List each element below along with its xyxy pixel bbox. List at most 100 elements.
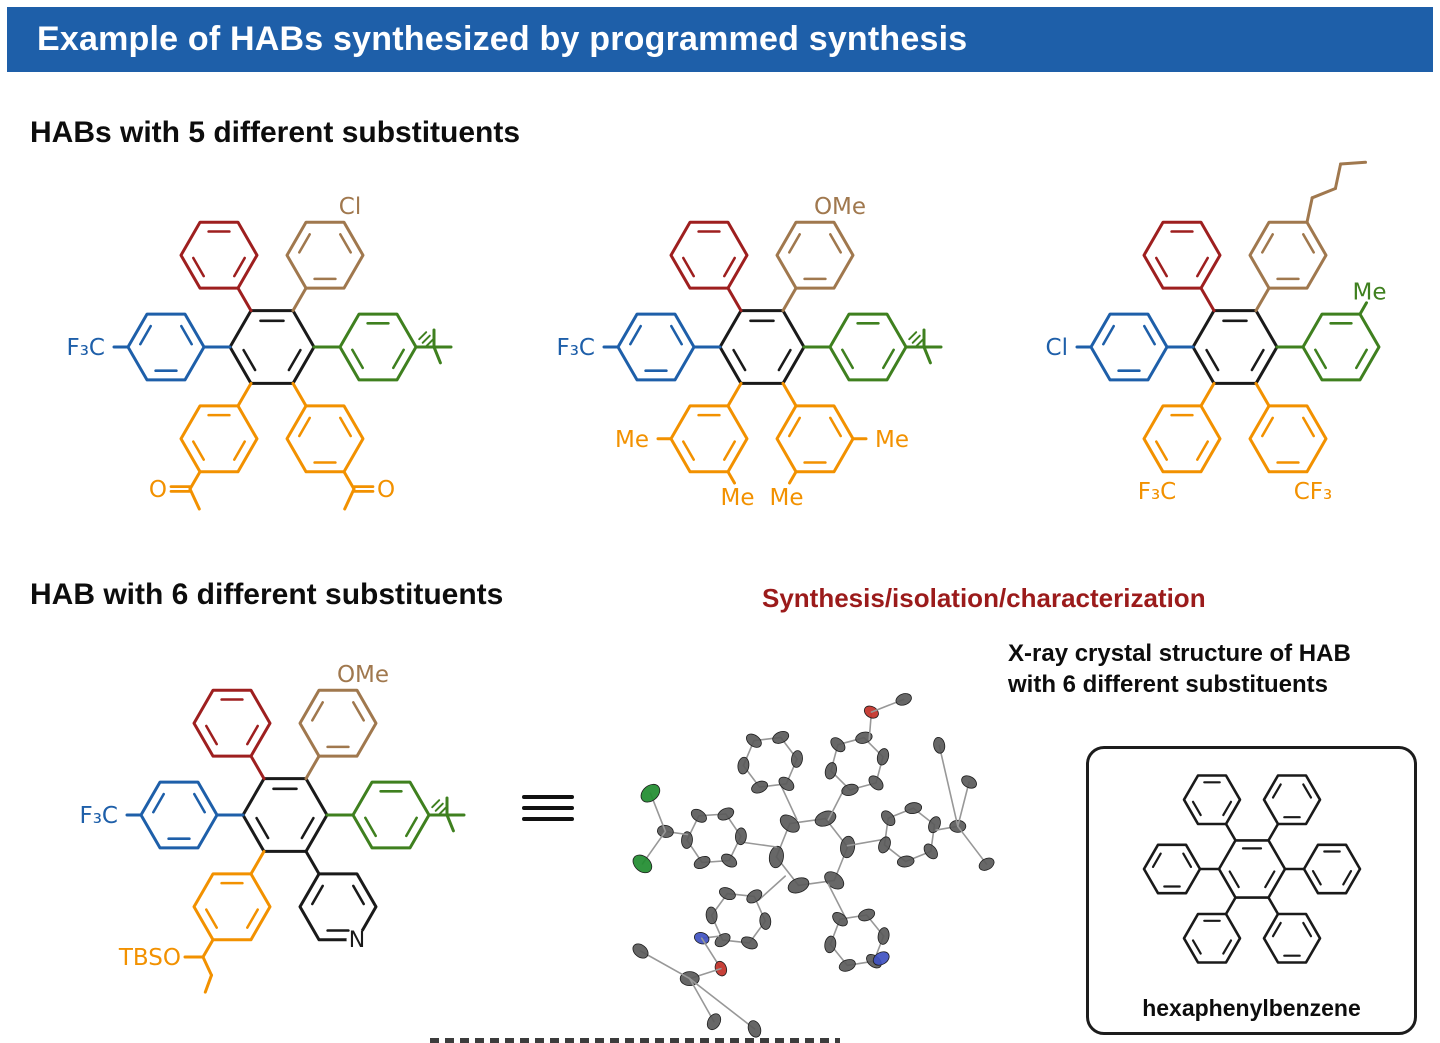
xray-caption-line1: X-ray crystal structure of HAB <box>1008 640 1351 667</box>
atom-ellipsoid <box>735 827 747 846</box>
atom-ellipsoid <box>824 871 845 890</box>
atom-ellipsoid <box>741 936 758 950</box>
atom-ellipsoid <box>876 748 890 766</box>
benzene-ring <box>285 404 365 474</box>
atom-ellipsoid <box>746 889 763 904</box>
benzene-ring <box>1248 404 1328 474</box>
header-title: Example of HABs synthesized by programme… <box>37 20 968 58</box>
benzene-ring <box>1182 912 1242 964</box>
heading-six-substituents: HAB with 6 different substituents <box>30 578 504 611</box>
atom-ellipsoid <box>824 935 837 954</box>
atom-ellipsoid <box>896 855 915 868</box>
benzene-ring <box>298 872 378 942</box>
benzene-ring <box>192 872 272 942</box>
atom-ellipsoid <box>830 737 846 753</box>
xray-caption-line2: with 6 different substituents <box>1008 671 1329 698</box>
atom-ellipsoid <box>681 831 693 849</box>
atom-ellipsoid <box>841 783 859 797</box>
xray-ortep-plot <box>632 693 995 1038</box>
atom-ellipsoid <box>933 736 946 754</box>
benzene-ring <box>616 312 696 382</box>
atom-ellipsoid <box>824 762 838 780</box>
chem-label: Me <box>721 485 755 511</box>
benzene-ring <box>1262 912 1322 964</box>
atom-ellipsoid <box>705 906 718 925</box>
benzene-ring <box>1142 220 1222 290</box>
chem-label: TBSO <box>118 945 181 971</box>
structure-hexaphenylbenzene <box>1142 774 1362 964</box>
atom-ellipsoid <box>840 835 856 859</box>
atom-ellipsoid <box>737 756 750 775</box>
atom-ellipsoid <box>858 908 876 922</box>
atom-ellipsoid <box>923 843 938 860</box>
header-banner: Example of HABs synthesized by programme… <box>7 7 1433 72</box>
atom-ellipsoid <box>855 731 873 744</box>
atom-ellipsoid <box>878 836 891 854</box>
benzene-ring <box>1089 312 1169 382</box>
chem-label: OMe <box>814 194 866 220</box>
xray-caption: X-ray crystal structure of HAB with 6 di… <box>1008 638 1351 700</box>
benzene-ring <box>179 220 259 290</box>
benzene-ring <box>179 404 259 474</box>
benzene-ring <box>828 312 908 382</box>
atom-ellipsoid <box>759 912 772 930</box>
atom-ellipsoid <box>768 845 784 869</box>
atom-ellipsoid <box>690 808 707 823</box>
chem-label: F₃C <box>79 803 118 829</box>
atom-ellipsoid <box>877 927 890 945</box>
atom-ellipsoid <box>632 943 649 959</box>
atom-ellipsoid <box>717 807 735 821</box>
atom-ellipsoid <box>872 951 890 966</box>
chem-label: Me <box>770 485 804 511</box>
atom-ellipsoid <box>778 776 795 791</box>
chem-label: CF₃ <box>1294 479 1333 505</box>
benzene-ring <box>669 220 749 290</box>
atom-ellipsoid <box>928 816 941 834</box>
atom-ellipsoid <box>814 810 837 827</box>
atom-ellipsoid <box>747 1020 762 1038</box>
benzene-ring <box>1262 774 1322 826</box>
hexaphenylbenzene-box <box>1086 746 1417 1035</box>
benzene-ring <box>1142 404 1222 474</box>
benzene-ring <box>192 688 272 758</box>
chem-label: O <box>377 477 395 503</box>
benzene-ring <box>126 312 206 382</box>
benzene-ring <box>1302 843 1362 895</box>
atom-ellipsoid <box>779 814 800 833</box>
atom-ellipsoid <box>693 855 711 870</box>
atom-ellipsoid <box>838 959 856 972</box>
atom-ellipsoid <box>978 857 995 871</box>
chem-label: O <box>149 477 167 503</box>
atom-ellipsoid <box>640 783 661 803</box>
atom-ellipsoid <box>719 887 736 901</box>
benzene-ring <box>338 312 418 382</box>
chem-label: F₃C <box>66 335 105 361</box>
chem-label: F₃C <box>1138 479 1177 505</box>
synthesis-heading: Synthesis/isolation/characterization <box>762 583 1206 613</box>
atom-ellipsoid <box>632 854 653 874</box>
chem-label: Me <box>1353 280 1387 306</box>
atom-ellipsoid <box>721 853 738 868</box>
chem-label: OMe <box>337 662 389 688</box>
benzene-ring <box>1182 774 1242 826</box>
benzene-ring <box>775 220 855 290</box>
chem-label: Me <box>615 427 649 453</box>
heading-five-substituents: HABs with 5 different substituents <box>30 116 521 149</box>
atom-ellipsoid <box>706 1013 722 1031</box>
atom-ellipsoid <box>787 877 810 894</box>
atom-ellipsoid <box>832 912 848 927</box>
atom-ellipsoid <box>904 802 923 815</box>
benzene-ring <box>285 220 365 290</box>
benzene-ring <box>351 780 431 850</box>
chem-label: F₃C <box>556 335 595 361</box>
atom-ellipsoid <box>791 750 803 768</box>
cropped-caption-fragment <box>430 1038 840 1043</box>
chem-label: N <box>349 928 365 953</box>
benzene-ring <box>1248 220 1328 290</box>
atom-ellipsoid <box>895 693 912 706</box>
